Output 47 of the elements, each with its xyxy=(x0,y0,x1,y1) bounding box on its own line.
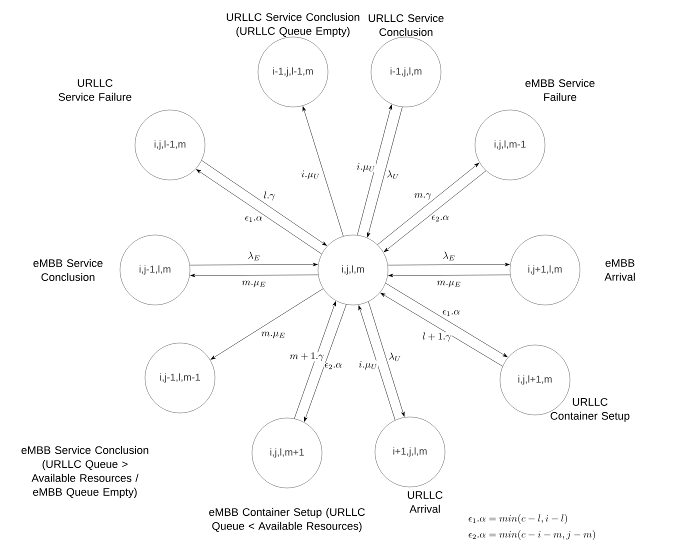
edge-label: $i.\mu_{U}$ xyxy=(300,170,321,180)
arrow xyxy=(357,104,392,236)
arrow xyxy=(358,305,396,420)
state-caption: URLLC Service Failure xyxy=(58,79,132,101)
state-caption: eMBB Service Conclusion xyxy=(33,259,103,281)
equation: $\epsilon_{1}.\alpha = min(c-l,i-l)$ xyxy=(468,514,567,524)
state-caption: eMBB Service Failure xyxy=(525,79,595,101)
edge-label: $m.\gamma$ xyxy=(414,192,432,200)
arrow xyxy=(385,282,508,358)
edge-label: $\lambda_{U}$ xyxy=(388,352,402,362)
arrow xyxy=(388,262,510,266)
edge-label: $\lambda_{E}$ xyxy=(247,251,261,261)
state-caption: eMBB Arrival xyxy=(604,259,635,281)
arrow xyxy=(190,262,318,266)
arrow xyxy=(377,162,480,245)
edge-label: $\epsilon_{2}.\alpha$ xyxy=(430,215,450,222)
edge-label: $\epsilon_{1}.\alpha$ xyxy=(442,310,461,316)
state-caption: URLLC Service Conclusion (URLLC Queue Empty) xyxy=(226,12,360,38)
edge-label: $l+1.\gamma$ xyxy=(422,332,452,342)
arrow xyxy=(196,169,322,254)
arrow xyxy=(201,160,327,246)
arrow xyxy=(384,170,486,252)
edge-label: $\epsilon_{2}.\alpha$ xyxy=(324,362,343,370)
state-caption: URLLC Service Conclusion xyxy=(368,14,444,36)
edge-label: $\lambda_{U}$ xyxy=(386,170,400,180)
arrow xyxy=(294,301,336,419)
arrow xyxy=(366,106,403,238)
arrow xyxy=(388,274,510,278)
arrow xyxy=(368,301,405,417)
edge-label: $m+1.\gamma$ xyxy=(289,352,324,362)
arrow xyxy=(210,288,324,360)
state-caption: URLLC Arrival xyxy=(408,491,443,513)
edge-label: $l.\gamma$ xyxy=(263,190,276,201)
state-caption: eMBB Container Setup (URLLC Queue < Available Resources) xyxy=(209,508,365,532)
arrow xyxy=(304,304,346,422)
edge-label: $m.\mu_{E}$ xyxy=(260,331,286,339)
edge-label: $i.\mu_{U}$ xyxy=(358,360,378,370)
edge-label: $m.\mu_{E}$ xyxy=(241,280,267,288)
equation: $\epsilon_{2}.\alpha = min(c-i-m,j-m)$ xyxy=(468,530,595,540)
arrow xyxy=(190,274,318,278)
state-caption: eMBB Service Conclusion (URLLC Queue > Available Resources / eMBB Queue Empty) xyxy=(22,446,148,498)
edge-label: $\epsilon_{1}.\alpha$ xyxy=(244,216,263,222)
edge-label: $i.\mu_{U}$ xyxy=(356,162,376,172)
edge-label: $\lambda_{E}$ xyxy=(442,251,456,261)
arrow xyxy=(380,292,503,366)
arrow xyxy=(302,106,344,236)
edge-label: $m.\mu_{E}$ xyxy=(436,280,462,288)
